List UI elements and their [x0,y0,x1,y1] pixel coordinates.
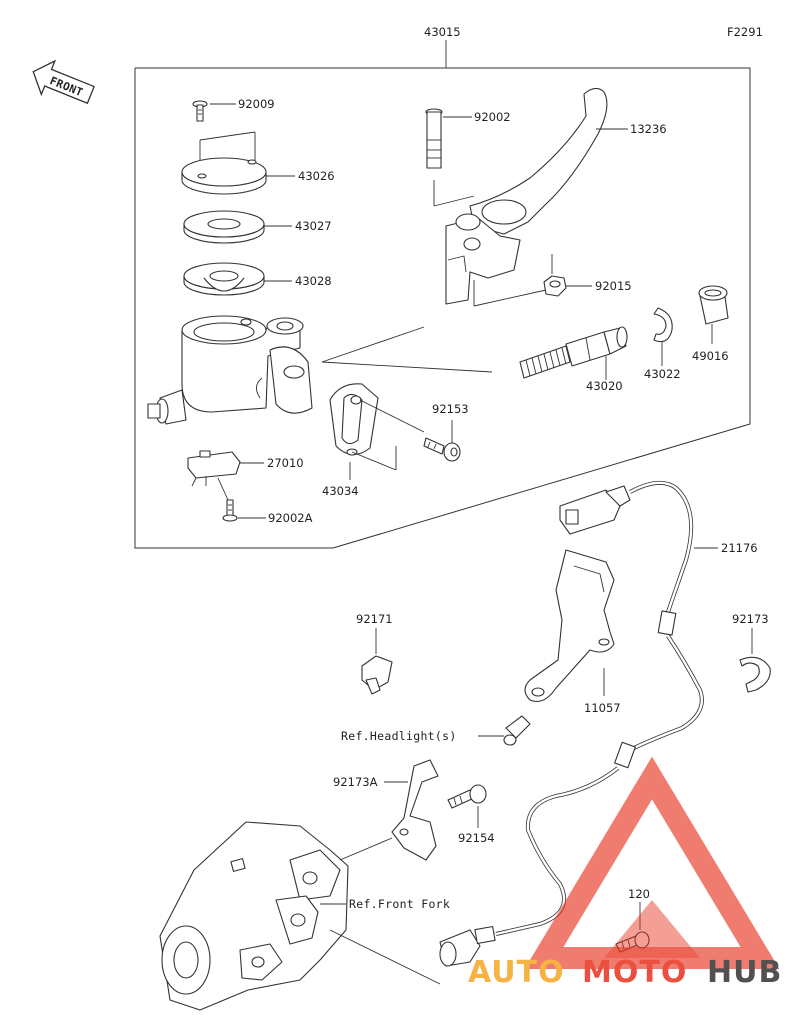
brake-lever-13236 [445,87,608,305]
bolt-92154 [447,784,487,809]
dust-boot-49016 [698,285,729,325]
label-92002A: 92002A [268,511,313,525]
label-92015: 92015 [595,279,632,293]
label-43028: 43028 [295,274,332,288]
bracket-11057 [524,549,615,703]
master-cylinder-body [147,315,313,425]
front-fork-lower [159,821,349,1011]
label-21176: 21176 [721,541,758,555]
assembly-frame [134,67,751,549]
label-11057: 11057 [584,701,621,715]
watermark-auto: AUTO [468,955,565,990]
abs-sensor-cable-21176 [439,480,704,967]
diaphragm-plate-43027 [183,210,265,244]
label-92173A: 92173A [333,775,378,789]
watermark-moto: MOTO [582,955,687,990]
label-27010: 27010 [267,456,304,470]
label-43026: 43026 [298,169,335,183]
bolt-92153 [423,437,461,462]
watermark-hub: HUB [707,955,782,990]
brake-switch-27010 [187,450,241,487]
piston-kit-43020 [519,326,628,379]
clamp-43034 [329,383,379,456]
label-49016: 49016 [692,349,729,363]
nut-92015 [543,275,567,297]
label-92171: 92171 [356,612,393,626]
label-92153: 92153 [432,402,469,416]
figure-code: F2291 [727,25,763,39]
ref-front-fork: Ref.Front Fork [349,897,450,911]
automotohub-watermark: AUTO MOTO HUB [468,756,782,990]
headlight-bolt [503,715,531,746]
label-43022: 43022 [644,367,681,381]
clamp-92173A [391,759,439,861]
screw-92002A [222,499,238,522]
ref-headlight: Ref.Headlight(s) [341,729,457,743]
screw-92009 [192,100,208,122]
label-92009: 92009 [238,97,275,111]
clip-92171 [361,655,393,695]
label-92173: 92173 [732,612,769,626]
watermark-logo-icon [524,756,780,969]
label-92002: 92002 [474,110,511,124]
pivot-bolt-92002 [425,108,443,169]
label-120: 120 [628,887,650,901]
reservoir-cover-43026 [181,157,267,195]
label-43027: 43027 [295,219,332,233]
diaphragm-43028 [183,262,265,296]
assembly-number-label: 43015 [424,25,461,39]
label-92154: 92154 [458,831,495,845]
label-43020: 43020 [586,379,623,393]
clamp-92173 [739,656,771,693]
label-43034: 43034 [322,484,359,498]
front-arrow-icon: FRONT [32,59,95,105]
label-13236: 13236 [630,122,667,136]
circlip-43022 [653,307,673,343]
